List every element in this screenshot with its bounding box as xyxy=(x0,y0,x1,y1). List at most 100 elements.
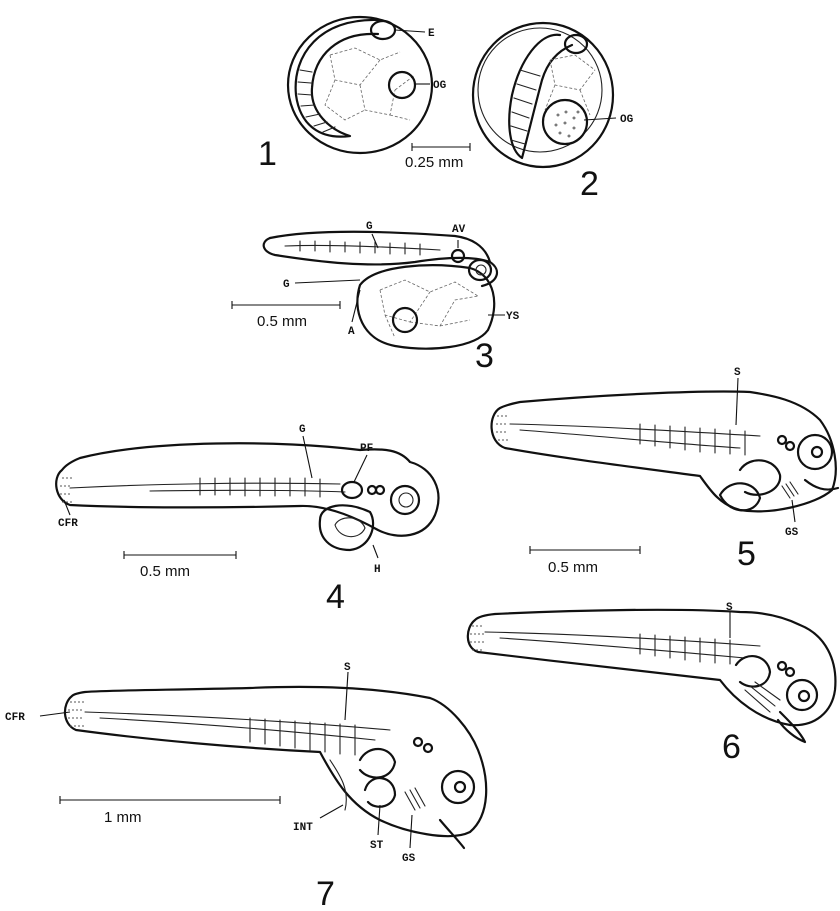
stage-1-eye xyxy=(371,21,395,39)
stage-3-yolk-cells xyxy=(380,280,478,338)
stage-5-eye xyxy=(798,435,832,469)
stage-5-notochord xyxy=(510,424,760,436)
scale-bar-label-0: 0.25 mm xyxy=(405,154,463,171)
stage-2-yolk-cells xyxy=(545,55,595,115)
stage-4-lens xyxy=(399,493,413,507)
stage-6-number: 6 xyxy=(722,728,741,766)
stage-5-otic-1 xyxy=(778,436,786,444)
stage-3-label-G-left: G xyxy=(283,279,290,291)
stage-4-body-outline xyxy=(56,443,438,535)
scale-bar-stage-3: 0.5 mm xyxy=(232,301,340,330)
stage-7-gut-line xyxy=(100,718,375,740)
stage-4-somites xyxy=(200,478,320,497)
stage-1-label-OG: OG xyxy=(433,80,447,92)
stage-6-body-outline xyxy=(468,610,836,725)
scale-bar-label-1: 0.5 mm xyxy=(257,313,307,330)
stage-6-gut-line xyxy=(500,638,745,658)
stage-7-leader-S xyxy=(345,672,348,720)
stage-7-stomach xyxy=(365,778,395,807)
stage-5-pupil xyxy=(812,447,822,457)
stage-7-label-CFR: CFR xyxy=(5,712,25,724)
stage-6-otic-1 xyxy=(778,662,786,670)
stage-7-caudal-fin-rays xyxy=(68,702,84,726)
stage-7-label-GS: GS xyxy=(402,853,416,865)
stage-3-label-A: A xyxy=(348,326,355,338)
stage-5-gill-slits xyxy=(782,482,798,498)
stage-3-oil-globule xyxy=(393,308,417,332)
scale-bar-label-4: 1 mm xyxy=(104,809,142,826)
stage-1-yolk-cells xyxy=(325,48,415,120)
stage-1-oil-globule xyxy=(389,72,415,98)
stage-6-pectoral-region xyxy=(736,656,770,686)
stage-7-label-INT: INT xyxy=(293,822,313,834)
stage-5-somites xyxy=(640,424,745,455)
stage-7-leader-INT xyxy=(320,805,343,818)
stage-5-caudal-fin-rays xyxy=(496,416,508,440)
stage-2-embryo-body xyxy=(509,35,572,158)
stage-4-otic-2 xyxy=(376,486,384,494)
stage-4-label-PF: PF xyxy=(360,443,373,455)
stage-6-caudal-fin-rays xyxy=(470,626,484,650)
stage-3-number: 3 xyxy=(475,337,494,375)
stage-2-label-OG: OG xyxy=(620,114,634,126)
stage-4-leader-PF xyxy=(354,455,367,482)
stage-4-notochord xyxy=(70,483,340,488)
stage-1-egg: E OG 1 xyxy=(258,17,447,173)
stage-4-larva: G PF CFR H 4 xyxy=(56,424,438,616)
stage-4-number: 4 xyxy=(326,578,345,616)
stage-7-intestine xyxy=(330,760,346,810)
stage-5-label-S: S xyxy=(734,367,741,379)
stage-5-body-outline xyxy=(492,392,836,512)
stage-3-larva: AV G G A YS 3 xyxy=(264,221,520,375)
stage-5-larva: S GS 5 xyxy=(492,367,838,573)
stage-4-pectoral-fin xyxy=(342,482,362,498)
stage-4-gut xyxy=(150,490,345,492)
stage-7-eye xyxy=(442,771,474,803)
scale-bar-label-2: 0.5 mm xyxy=(140,563,190,580)
scale-bar-label-3: 0.5 mm xyxy=(548,559,598,576)
stage-4-eye xyxy=(391,486,419,514)
stage-5-pectoral-region xyxy=(720,483,760,510)
stage-6-label-S: S xyxy=(726,602,733,614)
stage-5-number: 5 xyxy=(737,535,756,573)
stage-1-somites xyxy=(298,70,335,132)
scale-bar-stage-5: 0.5 mm xyxy=(530,546,640,576)
stage-7-number: 7 xyxy=(316,875,335,911)
stage-3-otic-vesicle xyxy=(452,250,464,262)
stage-7-label-ST: ST xyxy=(370,840,384,852)
stage-3-notochord xyxy=(285,245,440,250)
stage-5-label-GS: GS xyxy=(785,527,799,539)
stage-1-leader-E xyxy=(395,30,425,32)
stage-6-eye xyxy=(787,680,817,710)
stage-3-eye xyxy=(469,260,491,280)
stage-7-otic-2 xyxy=(424,744,432,752)
scale-bar-stage-1-2: 0.25 mm xyxy=(405,143,470,171)
stage-4-leader-G xyxy=(303,436,312,478)
stage-6-larva: S 6 xyxy=(468,602,836,766)
stage-6-otic-2 xyxy=(786,668,794,676)
stage-7-label-S: S xyxy=(344,662,351,674)
stage-5-leader-S xyxy=(736,378,738,425)
stage-6-notochord xyxy=(485,632,760,646)
stage-2-number: 2 xyxy=(580,165,599,203)
stage-5-otic-2 xyxy=(786,442,794,450)
stage-1-number: 1 xyxy=(258,135,277,173)
stage-2-leader-OG xyxy=(584,118,616,120)
stage-4-label-G: G xyxy=(299,424,306,436)
stage-4-label-CFR: CFR xyxy=(58,518,78,530)
stage-7-larva: CFR S INT ST GS 7 xyxy=(5,662,486,911)
stage-4-leader-H xyxy=(373,545,378,558)
stage-2-oil-dots xyxy=(555,111,579,137)
stage-6-pupil xyxy=(799,691,809,701)
stage-7-gill-slits xyxy=(405,788,425,810)
stage-5-gut-coil xyxy=(740,460,780,495)
stage-2-egg: OG 2 xyxy=(473,23,634,203)
stage-7-pupil xyxy=(455,782,465,792)
stage-5-leader-GS xyxy=(792,500,795,522)
scale-bar-stage-4: 0.5 mm xyxy=(124,551,236,580)
stage-6-jaw xyxy=(778,712,805,742)
scale-bar-stage-7: 1 mm xyxy=(60,796,280,826)
stage-3-label-G-top: G xyxy=(366,221,373,233)
stage-1-label-E: E xyxy=(428,28,435,40)
